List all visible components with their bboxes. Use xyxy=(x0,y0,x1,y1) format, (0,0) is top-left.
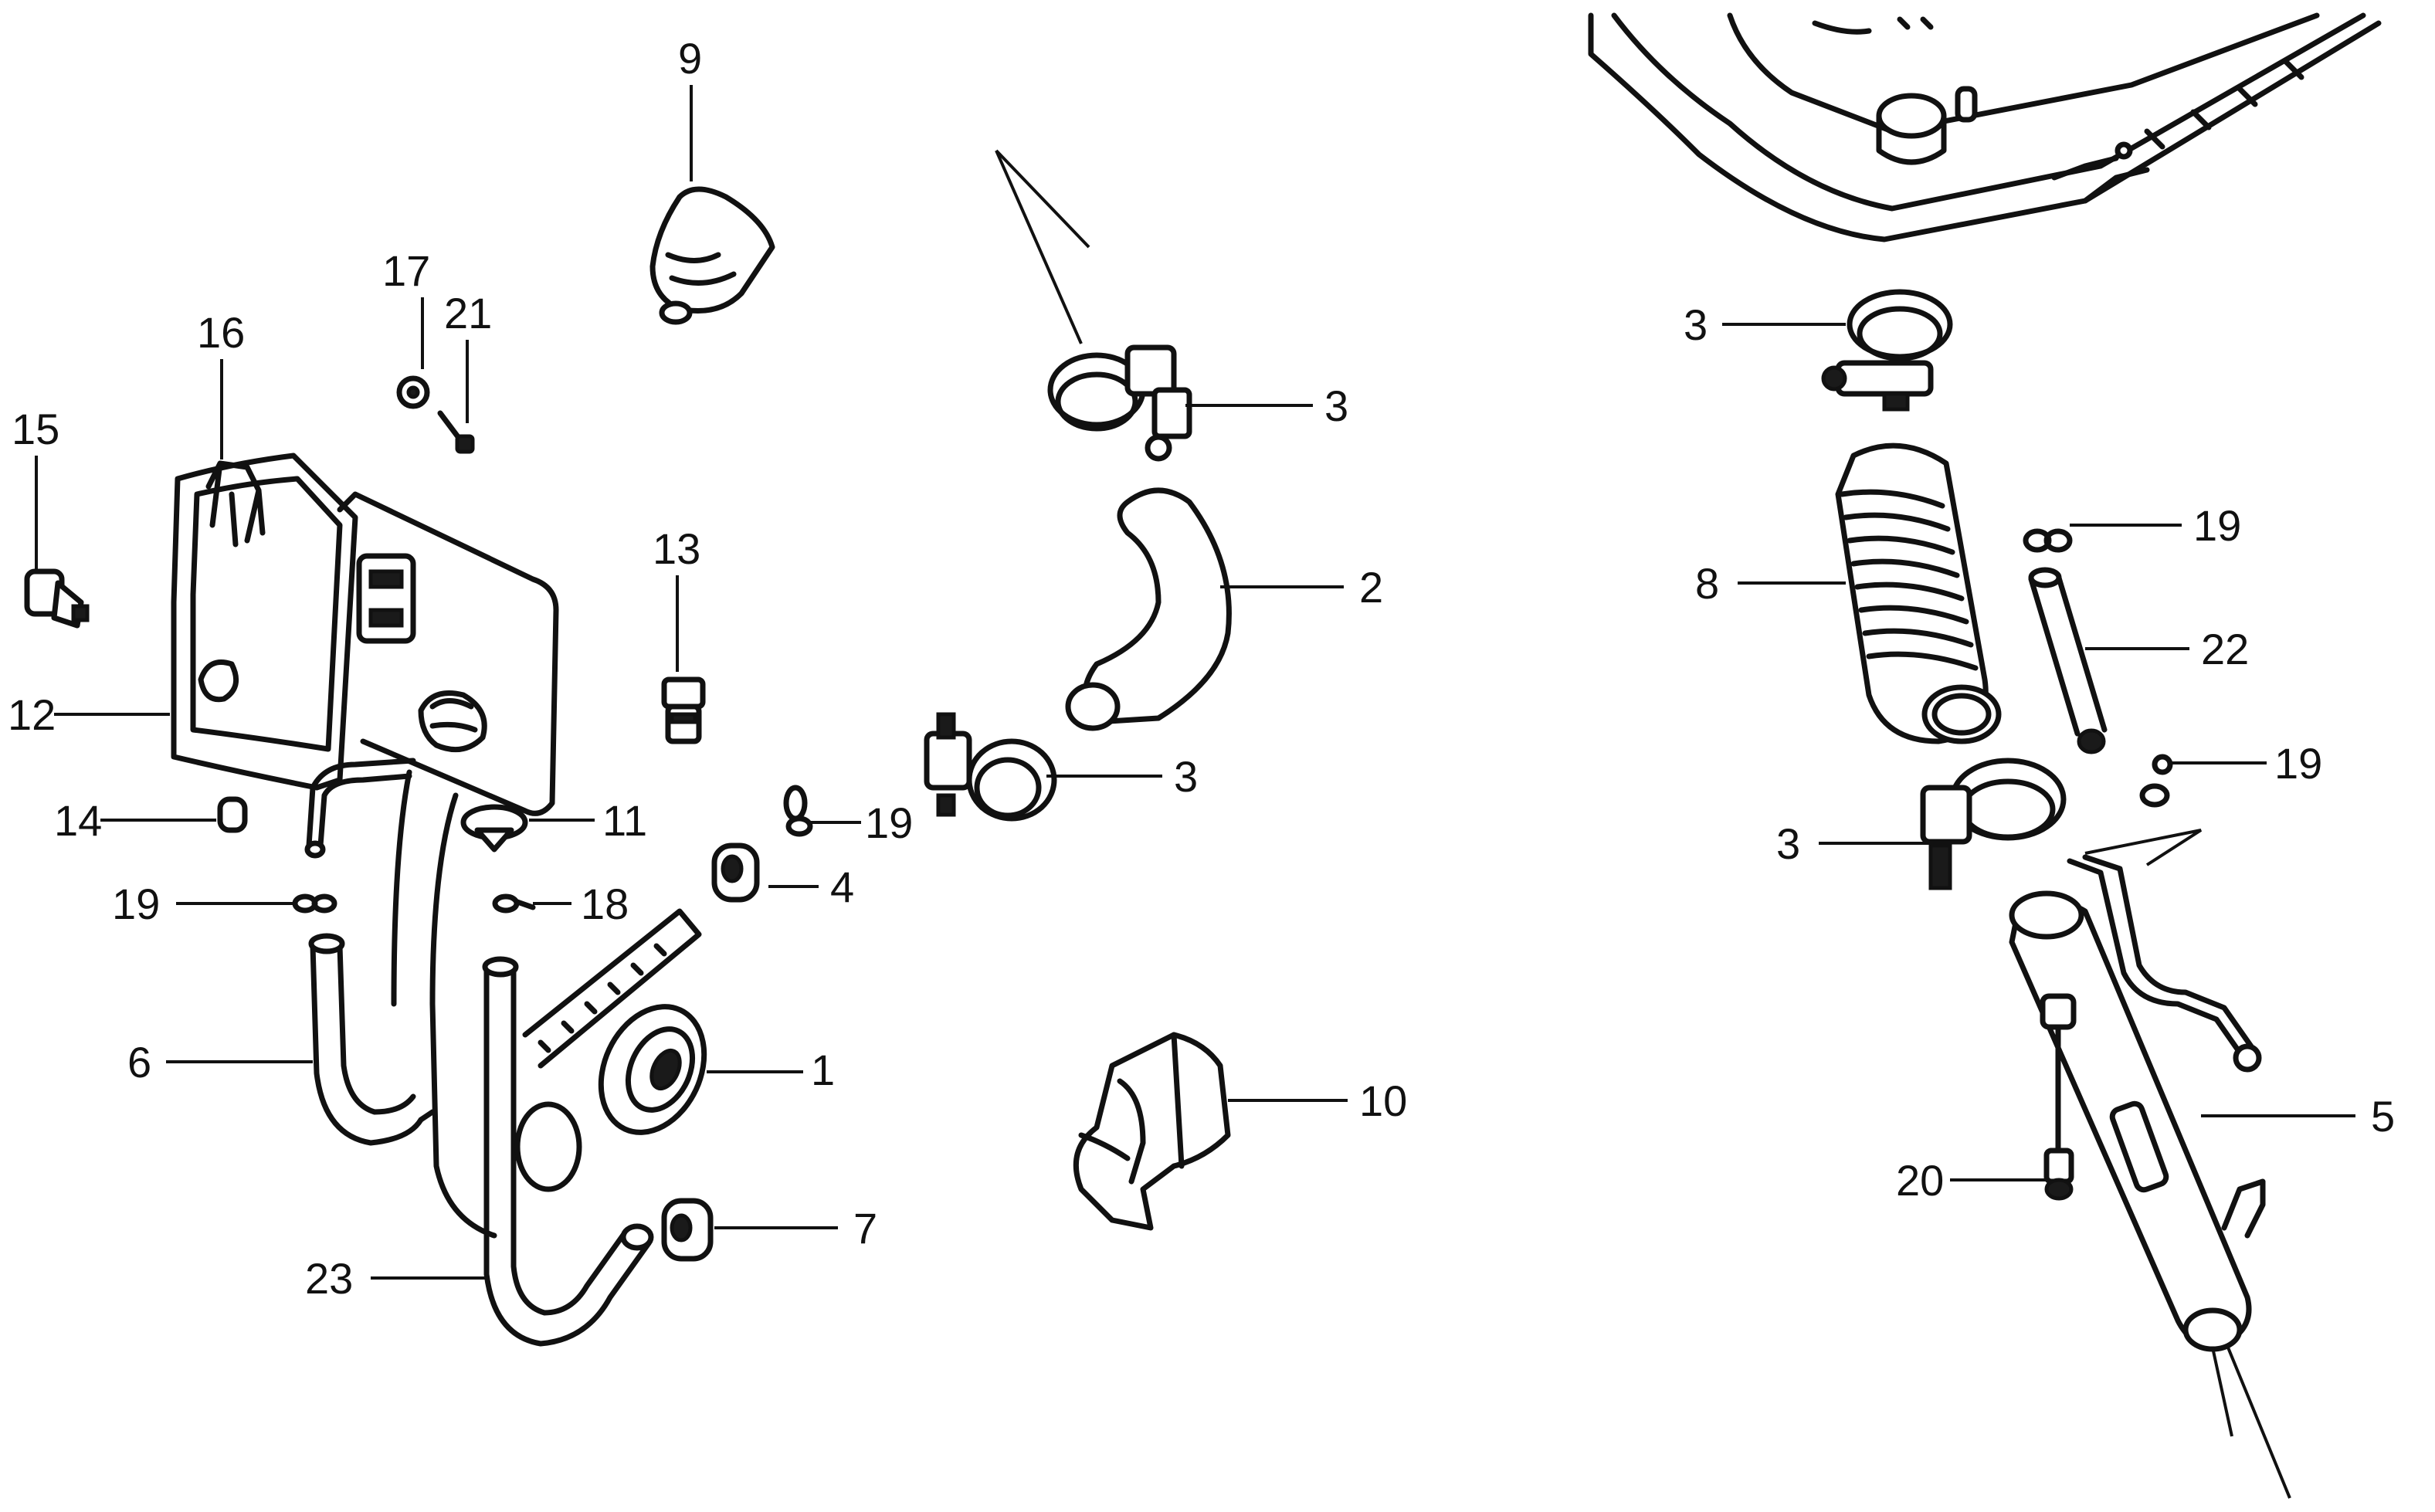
leader-lines xyxy=(35,85,2355,1280)
hose-clamp-part-3-upper xyxy=(1047,344,1192,462)
callout-5: 5 xyxy=(2371,1092,2395,1141)
hose-clamp-part-3-right-lower xyxy=(1920,758,2067,890)
grommet-part-14 xyxy=(217,796,248,833)
boot-part-10 xyxy=(1073,1032,1231,1231)
hose-clamp-part-3-right-upper xyxy=(1821,289,1953,412)
filler-neck-part xyxy=(391,769,702,1239)
fuel-cap-part xyxy=(649,186,775,325)
pointer-lines-top xyxy=(995,149,1090,344)
callout-3-right-lower: 3 xyxy=(1776,819,1800,868)
pointer-lines-right xyxy=(2084,829,2291,1499)
clip-part-13 xyxy=(661,676,706,744)
seal-part-1 xyxy=(598,1004,707,1135)
callout-7: 7 xyxy=(853,1204,877,1253)
clip-part-19-left xyxy=(292,893,337,914)
callout-12: 12 xyxy=(8,690,56,739)
callout-19-left: 19 xyxy=(112,880,160,928)
callout-15: 15 xyxy=(12,405,59,453)
callout-22: 22 xyxy=(2201,625,2249,673)
fuel-tank-part xyxy=(1588,12,2382,242)
screw-part-21 xyxy=(437,410,475,454)
callout-1: 1 xyxy=(811,1046,835,1094)
callout-14: 14 xyxy=(54,796,102,845)
callout-21: 21 xyxy=(444,289,492,337)
callout-6: 6 xyxy=(127,1038,151,1087)
clip-part-19-center xyxy=(783,785,813,837)
hose-clamp-part-3-center xyxy=(924,712,1057,822)
clip-part-18 xyxy=(492,893,536,914)
grommet-part-11 xyxy=(460,804,528,853)
callout-13: 13 xyxy=(653,524,700,573)
callout-labels: 1 2 3 3 3 3 4 5 6 7 8 9 10 11 12 13 14 1… xyxy=(8,34,2395,1303)
callout-10: 10 xyxy=(1359,1076,1407,1125)
breather-tube-part xyxy=(304,758,416,859)
callout-18: 18 xyxy=(581,880,629,928)
clip-part-15 xyxy=(24,568,90,629)
callout-3-upper: 3 xyxy=(1324,381,1348,430)
filler-pipe-part-5 xyxy=(2009,854,2266,1352)
clip-part-19-right-lower xyxy=(2139,754,2173,808)
spring-clip-part-16 xyxy=(205,460,266,548)
callout-20: 20 xyxy=(1896,1156,1944,1205)
callout-19-center: 19 xyxy=(865,798,913,847)
fuel-lid-hinge-part xyxy=(356,553,416,644)
grommet-part-7 xyxy=(661,1198,714,1262)
washer-part-17 xyxy=(396,375,430,409)
hose-part-6 xyxy=(308,933,436,1146)
callout-19-right-upper: 19 xyxy=(2193,501,2241,550)
grommet-part-4 xyxy=(711,842,760,903)
clip-part-19-right-upper xyxy=(2023,528,2073,553)
bolt-part-20 xyxy=(2040,993,2077,1201)
hose-part-2 xyxy=(1065,487,1232,731)
callout-2: 2 xyxy=(1359,563,1383,612)
hose-part-23 xyxy=(482,956,654,1347)
callout-3-right-upper: 3 xyxy=(1684,300,1708,349)
callout-3-center: 3 xyxy=(1174,752,1198,801)
callout-4: 4 xyxy=(830,863,854,911)
hose-part-22 xyxy=(2028,567,2108,754)
bellows-hose-part-8 xyxy=(1835,442,2002,744)
callout-23: 23 xyxy=(305,1254,353,1303)
callout-19-right-lower: 19 xyxy=(2274,739,2322,788)
fuel-lid-part xyxy=(171,453,358,791)
callout-11: 11 xyxy=(602,796,647,845)
callout-17: 17 xyxy=(382,246,430,295)
callout-16: 16 xyxy=(197,308,245,357)
fuel-filler-panel-part xyxy=(337,491,559,816)
callout-8: 8 xyxy=(1695,559,1719,608)
callout-9: 9 xyxy=(678,34,702,83)
